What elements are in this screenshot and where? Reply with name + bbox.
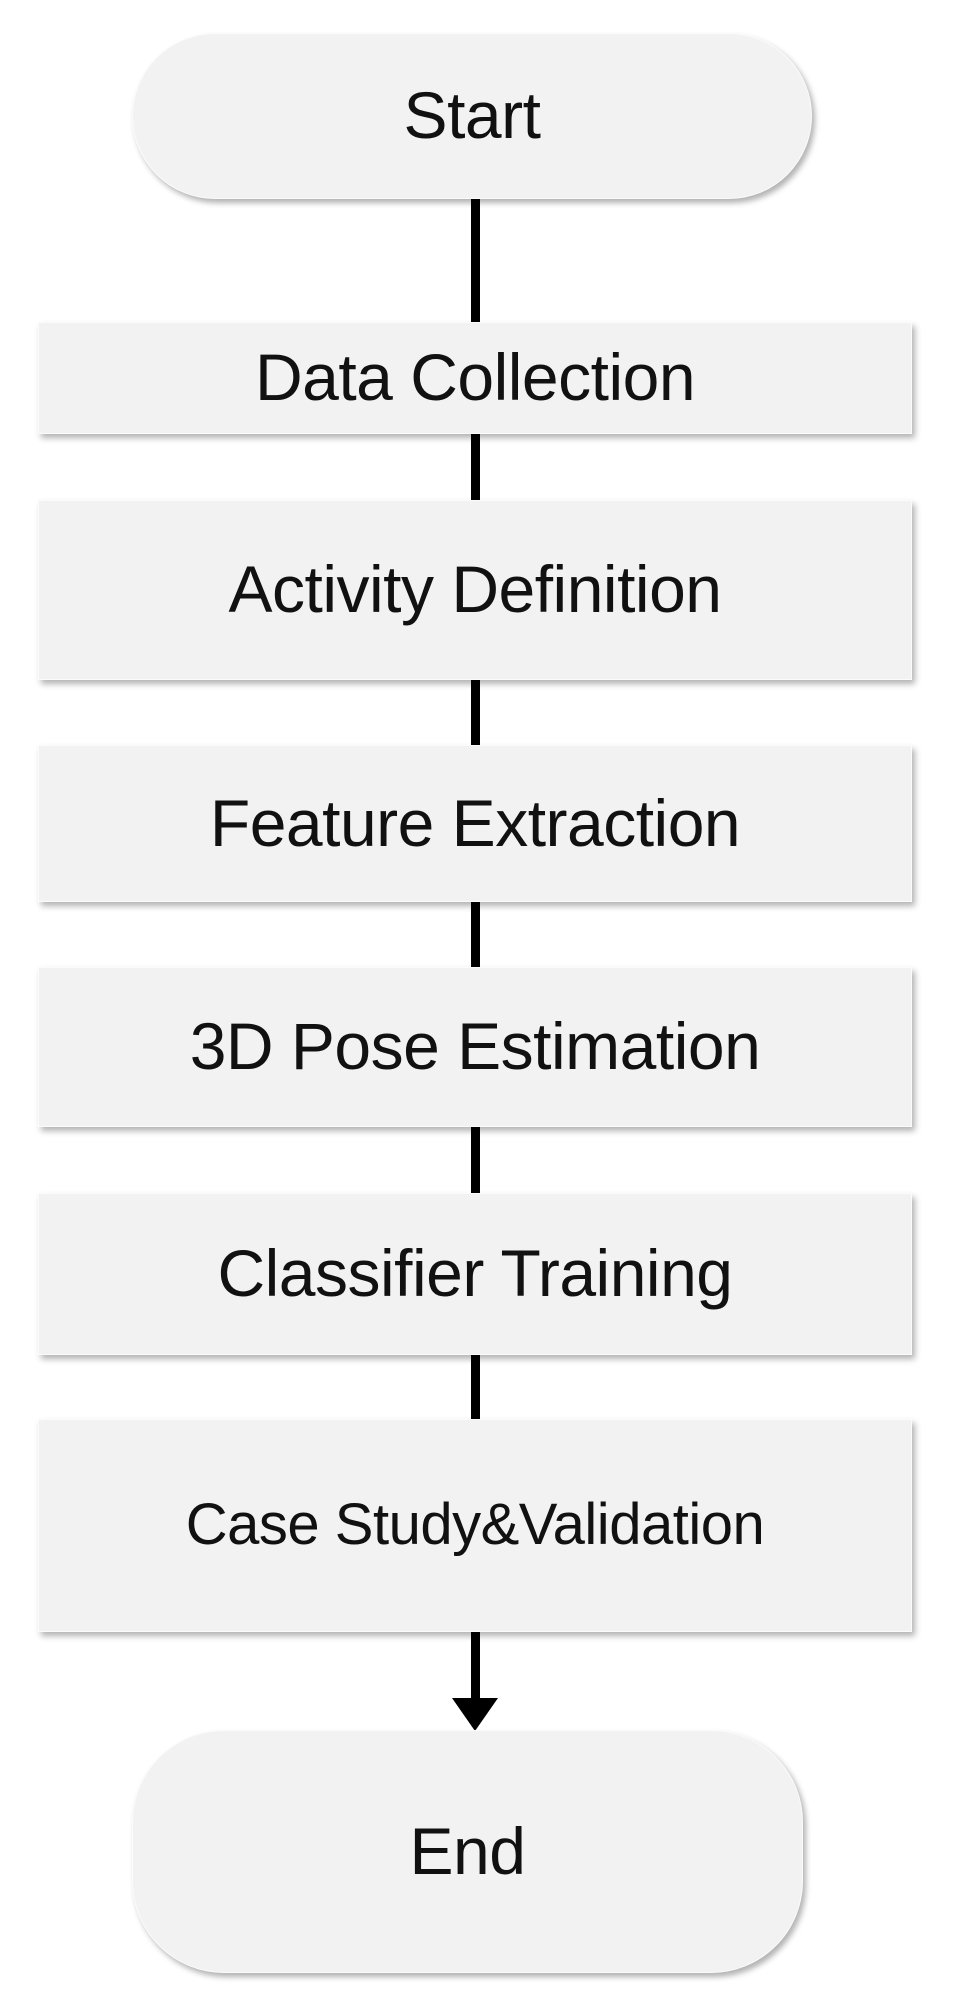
- flow-node-data-collection[interactable]: Data Collection: [38, 322, 912, 434]
- flow-node-classifier-training-label: Classifier Training: [217, 1236, 733, 1311]
- connector-feature-extraction-to-pose-estimation: [471, 902, 480, 968]
- flow-node-start[interactable]: Start: [132, 33, 812, 199]
- flow-node-pose-estimation-label: 3D Pose Estimation: [189, 1009, 761, 1084]
- flow-node-data-collection-label: Data Collection: [254, 340, 696, 415]
- flow-node-activity-definition[interactable]: Activity Definition: [38, 500, 912, 680]
- connector-case-study-to-end: [471, 1632, 480, 1699]
- flow-node-end[interactable]: End: [132, 1730, 803, 1973]
- arrowhead-down-icon: [452, 1698, 498, 1731]
- flow-node-start-label: Start: [403, 78, 541, 153]
- flow-node-end-label: End: [409, 1813, 526, 1888]
- connector-data-collection-to-activity-definition: [471, 434, 480, 501]
- connector-start-to-data-collection: [471, 199, 480, 323]
- flow-node-feature-extraction-label: Feature Extraction: [209, 785, 741, 860]
- flow-node-pose-estimation[interactable]: 3D Pose Estimation: [38, 967, 912, 1127]
- flow-node-case-study-validation[interactable]: Case Study&Validation: [38, 1419, 912, 1632]
- flow-node-case-study-validation-label: Case Study&Validation: [185, 1492, 765, 1558]
- flow-node-activity-definition-label: Activity Definition: [228, 552, 722, 627]
- connector-classifier-training-to-case-study: [471, 1355, 480, 1420]
- connector-activity-definition-to-feature-extraction: [471, 680, 480, 746]
- flow-node-feature-extraction[interactable]: Feature Extraction: [38, 745, 912, 902]
- connector-pose-estimation-to-classifier-training: [471, 1127, 480, 1194]
- flow-node-classifier-training[interactable]: Classifier Training: [38, 1193, 912, 1355]
